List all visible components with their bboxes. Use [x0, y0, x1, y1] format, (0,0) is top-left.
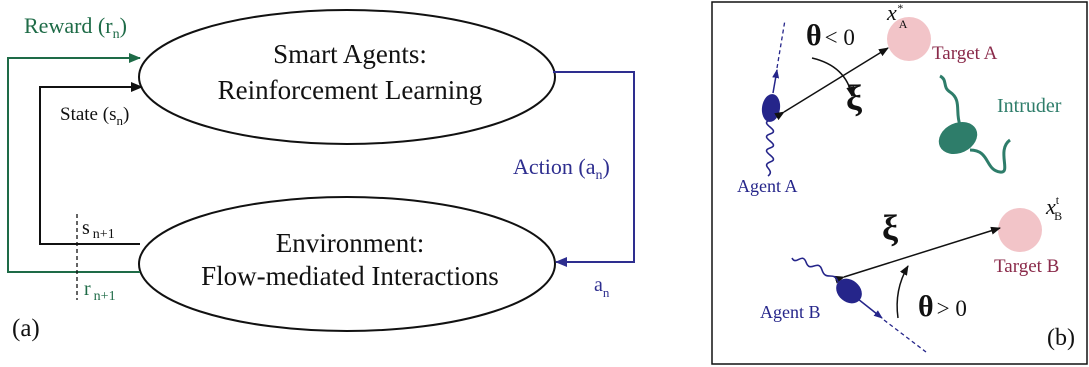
reward-loop-arrow: [7, 53, 141, 273]
theta-top-arc: [811, 57, 855, 97]
target-a-label: Target A: [932, 43, 998, 64]
agent-title: Smart Agents:: [273, 39, 427, 69]
state-label: State (sn): [60, 104, 129, 128]
xi-bottom-arrow: [834, 226, 1001, 284]
intruder-tentacle-right: [969, 138, 1012, 174]
agent-ellipse: [138, 9, 556, 145]
state-loop-arrow: [39, 82, 143, 245]
panel-a: Smart Agents: Reinforcement Learning Env…: [7, 9, 635, 342]
environment-subtitle: Flow-mediated Interactions: [201, 261, 499, 291]
agent-b-label: Agent B: [760, 302, 821, 322]
agent-a-heading-arrow: [772, 69, 780, 94]
intruder-tentacle-left: [939, 74, 962, 126]
target-a-marker: [887, 17, 931, 61]
agent-subtitle: Reinforcement Learning: [218, 75, 483, 105]
agent-a-heading-dashed: [776, 19, 786, 69]
theta-bottom-label: θ> 0: [918, 290, 967, 323]
agent-b-heading-arrow: [857, 298, 883, 319]
agent-a-tail: [765, 119, 775, 177]
agent-b-heading-dashed: [883, 319, 927, 353]
panel-a-label: (a): [12, 315, 40, 342]
agent-b-tail: [791, 257, 839, 283]
intruder-label: Intruder: [997, 95, 1062, 117]
xi-bottom-label: ξ: [882, 208, 899, 248]
action-loop-arrow: [553, 71, 635, 267]
panel-b-frame: [711, 1, 1088, 365]
target-a-position: x*A: [886, 0, 908, 31]
theta-top-label: θ< 0: [806, 19, 855, 52]
environment-title: Environment:: [276, 228, 424, 258]
reward-label: Reward (rn): [24, 13, 127, 42]
theta-bottom-arc: [896, 265, 909, 319]
agent-a-label: Agent A: [737, 176, 798, 196]
panel-b-label: (b): [1047, 325, 1075, 351]
intruder-body: [938, 121, 978, 155]
target-b-label: Target B: [994, 256, 1059, 277]
action-value-label: an: [594, 274, 610, 300]
action-label: Action (an): [513, 154, 610, 183]
agent-a-body: [761, 94, 781, 122]
xi-top-arrow: [774, 47, 889, 121]
agent-b-body: [836, 278, 862, 304]
target-b-marker: [998, 208, 1042, 252]
